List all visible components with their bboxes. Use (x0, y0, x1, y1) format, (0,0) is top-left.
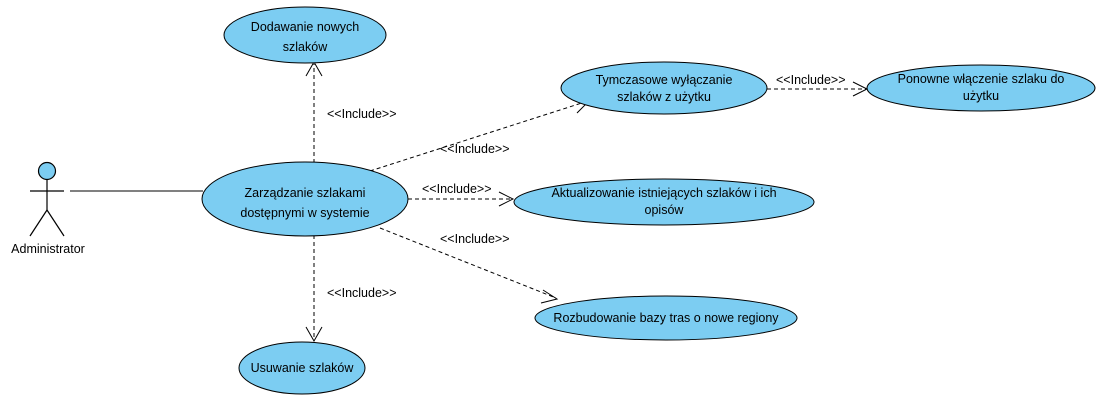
include-main-to-expand: <<Include>> (379, 227, 559, 304)
include-label: <<Include>> (440, 142, 510, 156)
include-label: <<Include>> (776, 73, 846, 87)
use-case-expand[interactable]: Rozbudowanie bazy tras o nowe regiony (534, 295, 798, 341)
actor-left-leg (29, 209, 48, 237)
use-case-label: Dodawanie nowych (251, 20, 359, 34)
use-case-label: opisów (645, 203, 685, 217)
use-case-label: szlaków (283, 40, 328, 54)
include-label: <<Include>> (327, 107, 397, 121)
include-temp-disable-to-reenable: <<Include>> (767, 73, 869, 97)
use-case-label: dostępnymi w systemie (240, 206, 369, 220)
include-label: <<Include>> (422, 182, 492, 196)
include-main-to-remove: <<Include>> (305, 235, 397, 343)
include-main-to-temp-disable: <<Include>> (369, 97, 591, 172)
use-case-label: Rozbudowanie bazy tras o nowe regiony (553, 311, 779, 325)
arrowhead (305, 326, 323, 343)
use-case-label: szlaków z użytku (617, 90, 711, 104)
use-case-add[interactable]: Dodawanie nowych szlaków (223, 6, 387, 64)
use-case-reenable[interactable]: Ponowne włączenie szlaku do użytku (866, 64, 1096, 112)
actor-right-leg (46, 209, 65, 237)
actor-head (37, 161, 57, 181)
include-label: <<Include>> (327, 286, 397, 300)
use-case-label: Usuwanie szlaków (251, 361, 355, 375)
use-case-label: użytku (963, 89, 999, 103)
use-case-label: Ponowne włączenie szlaku do (898, 72, 1065, 86)
actor-administrator[interactable]: Administrator (11, 161, 85, 257)
use-case-label: Zarządzanie szlakami (245, 186, 366, 200)
use-case-temp-disable[interactable]: Tymczasowe wyłączanie szlaków z użytku (560, 61, 768, 115)
actor-name: Administrator (11, 242, 85, 256)
use-case-label: Tymczasowe wyłączanie (596, 73, 733, 87)
include-main-to-update: <<Include>> (408, 182, 515, 207)
include-label: <<Include>> (440, 232, 510, 246)
use-case-label: Aktualizowanie istniejących szlaków i ic… (551, 186, 776, 200)
include-main-to-add: <<Include>> (305, 60, 397, 163)
use-case-update[interactable]: Aktualizowanie istniejących szlaków i ic… (513, 178, 815, 226)
use-case-remove[interactable]: Usuwanie szlaków (238, 341, 366, 395)
arrowhead (498, 191, 515, 207)
arrowhead (540, 289, 559, 304)
use-case-main[interactable]: Zarządzanie szlakami dostępnymi w system… (201, 161, 409, 237)
